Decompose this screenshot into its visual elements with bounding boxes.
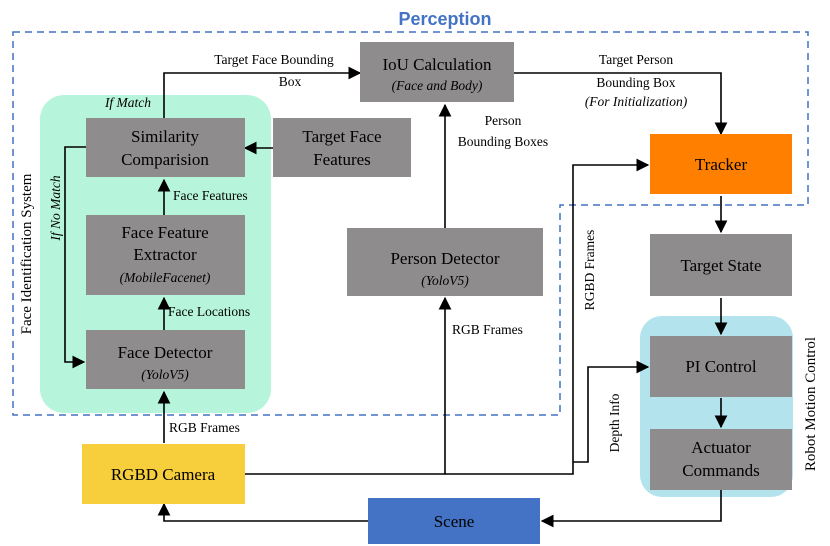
perception-boundary: [12, 31, 809, 416]
actuator-line1: Actuator: [691, 438, 751, 457]
target-state-block: [650, 234, 792, 296]
face-identification-label: Face Identification System: [19, 173, 35, 334]
target-state-title: Target State: [680, 256, 761, 275]
perception-title: Perception: [398, 9, 491, 29]
similarity-line2: Comparision: [121, 150, 209, 169]
label-if-no-match: If No Match: [48, 175, 63, 241]
label-target-person-bbox-2: Bounding Box: [596, 75, 675, 90]
edge-no-match-loop: [64, 146, 86, 369]
rgbd-camera-block: [82, 444, 245, 504]
edge-camera-to-tracker: [445, 158, 650, 475]
iou-subtitle: (Face and Body): [392, 78, 483, 93]
label-rgbd-frames: RGBD Frames: [582, 230, 597, 311]
edge-camera-to-pi: [573, 360, 650, 463]
similarity-line1: Similarity: [131, 127, 200, 146]
edge-actuator-to-scene: [540, 490, 722, 528]
label-face-features: Face Features: [173, 188, 248, 203]
scene-block: [368, 498, 540, 544]
face-detector-block: [86, 330, 245, 389]
iou-block: [360, 42, 514, 102]
label-for-initialization: (For Initialization): [585, 94, 688, 109]
pi-control-title: PI Control: [685, 357, 757, 376]
face-feature-extractor-block: [86, 215, 245, 295]
edge-iou-to-tracker: [514, 72, 728, 136]
label-face-locations: Face Locations: [168, 304, 250, 319]
label-target-person-bbox-1: Target Person: [599, 52, 673, 67]
edge-scene-to-camera: [157, 502, 368, 522]
extractor-line1: Face Feature: [121, 223, 208, 242]
edge-camera-to-person-detector: [245, 296, 452, 475]
actuator-block: [650, 429, 792, 490]
tracker-title: Tracker: [695, 155, 748, 174]
tracker-block: [650, 134, 792, 194]
robot-motion-label: Robot Motion Control: [803, 337, 819, 471]
scene-title: Scene: [434, 512, 475, 531]
label-depth-info: Depth Info: [607, 393, 622, 452]
target-face-line1: Target Face: [302, 127, 381, 146]
face-detector-title: Face Detector: [118, 343, 213, 362]
person-detector-title: Person Detector: [390, 249, 499, 268]
extractor-subtitle: (MobileFacenet): [120, 270, 211, 285]
extractor-line2: Extractor: [133, 245, 197, 264]
label-person-bboxes-2: Bounding Boxes: [458, 134, 548, 149]
label-rgb-frames-face: RGB Frames: [169, 420, 240, 435]
similarity-block: [86, 118, 245, 177]
actuator-line2: Commands: [682, 461, 759, 480]
iou-title: IoU Calculation: [382, 55, 492, 74]
label-person-bboxes-1: Person: [485, 113, 522, 128]
label-target-face-bbox-2: Box: [279, 74, 302, 89]
connectors: [64, 66, 728, 528]
face-detector-subtitle: (YoloV5): [141, 367, 189, 382]
pi-control-block: [650, 336, 792, 397]
rgbd-camera-title: RGBD Camera: [111, 465, 216, 484]
edge-similarity-to-iou: [163, 66, 362, 118]
person-detector-subtitle: (YoloV5): [421, 273, 469, 288]
target-face-line2: Features: [313, 150, 371, 169]
target-face-features-block: [273, 118, 411, 177]
person-detector-block: [347, 228, 543, 296]
label-if-match: If Match: [104, 95, 151, 110]
label-target-face-bbox-1: Target Face Bounding: [214, 52, 334, 67]
label-rgb-frames-person: RGB Frames: [452, 322, 523, 337]
